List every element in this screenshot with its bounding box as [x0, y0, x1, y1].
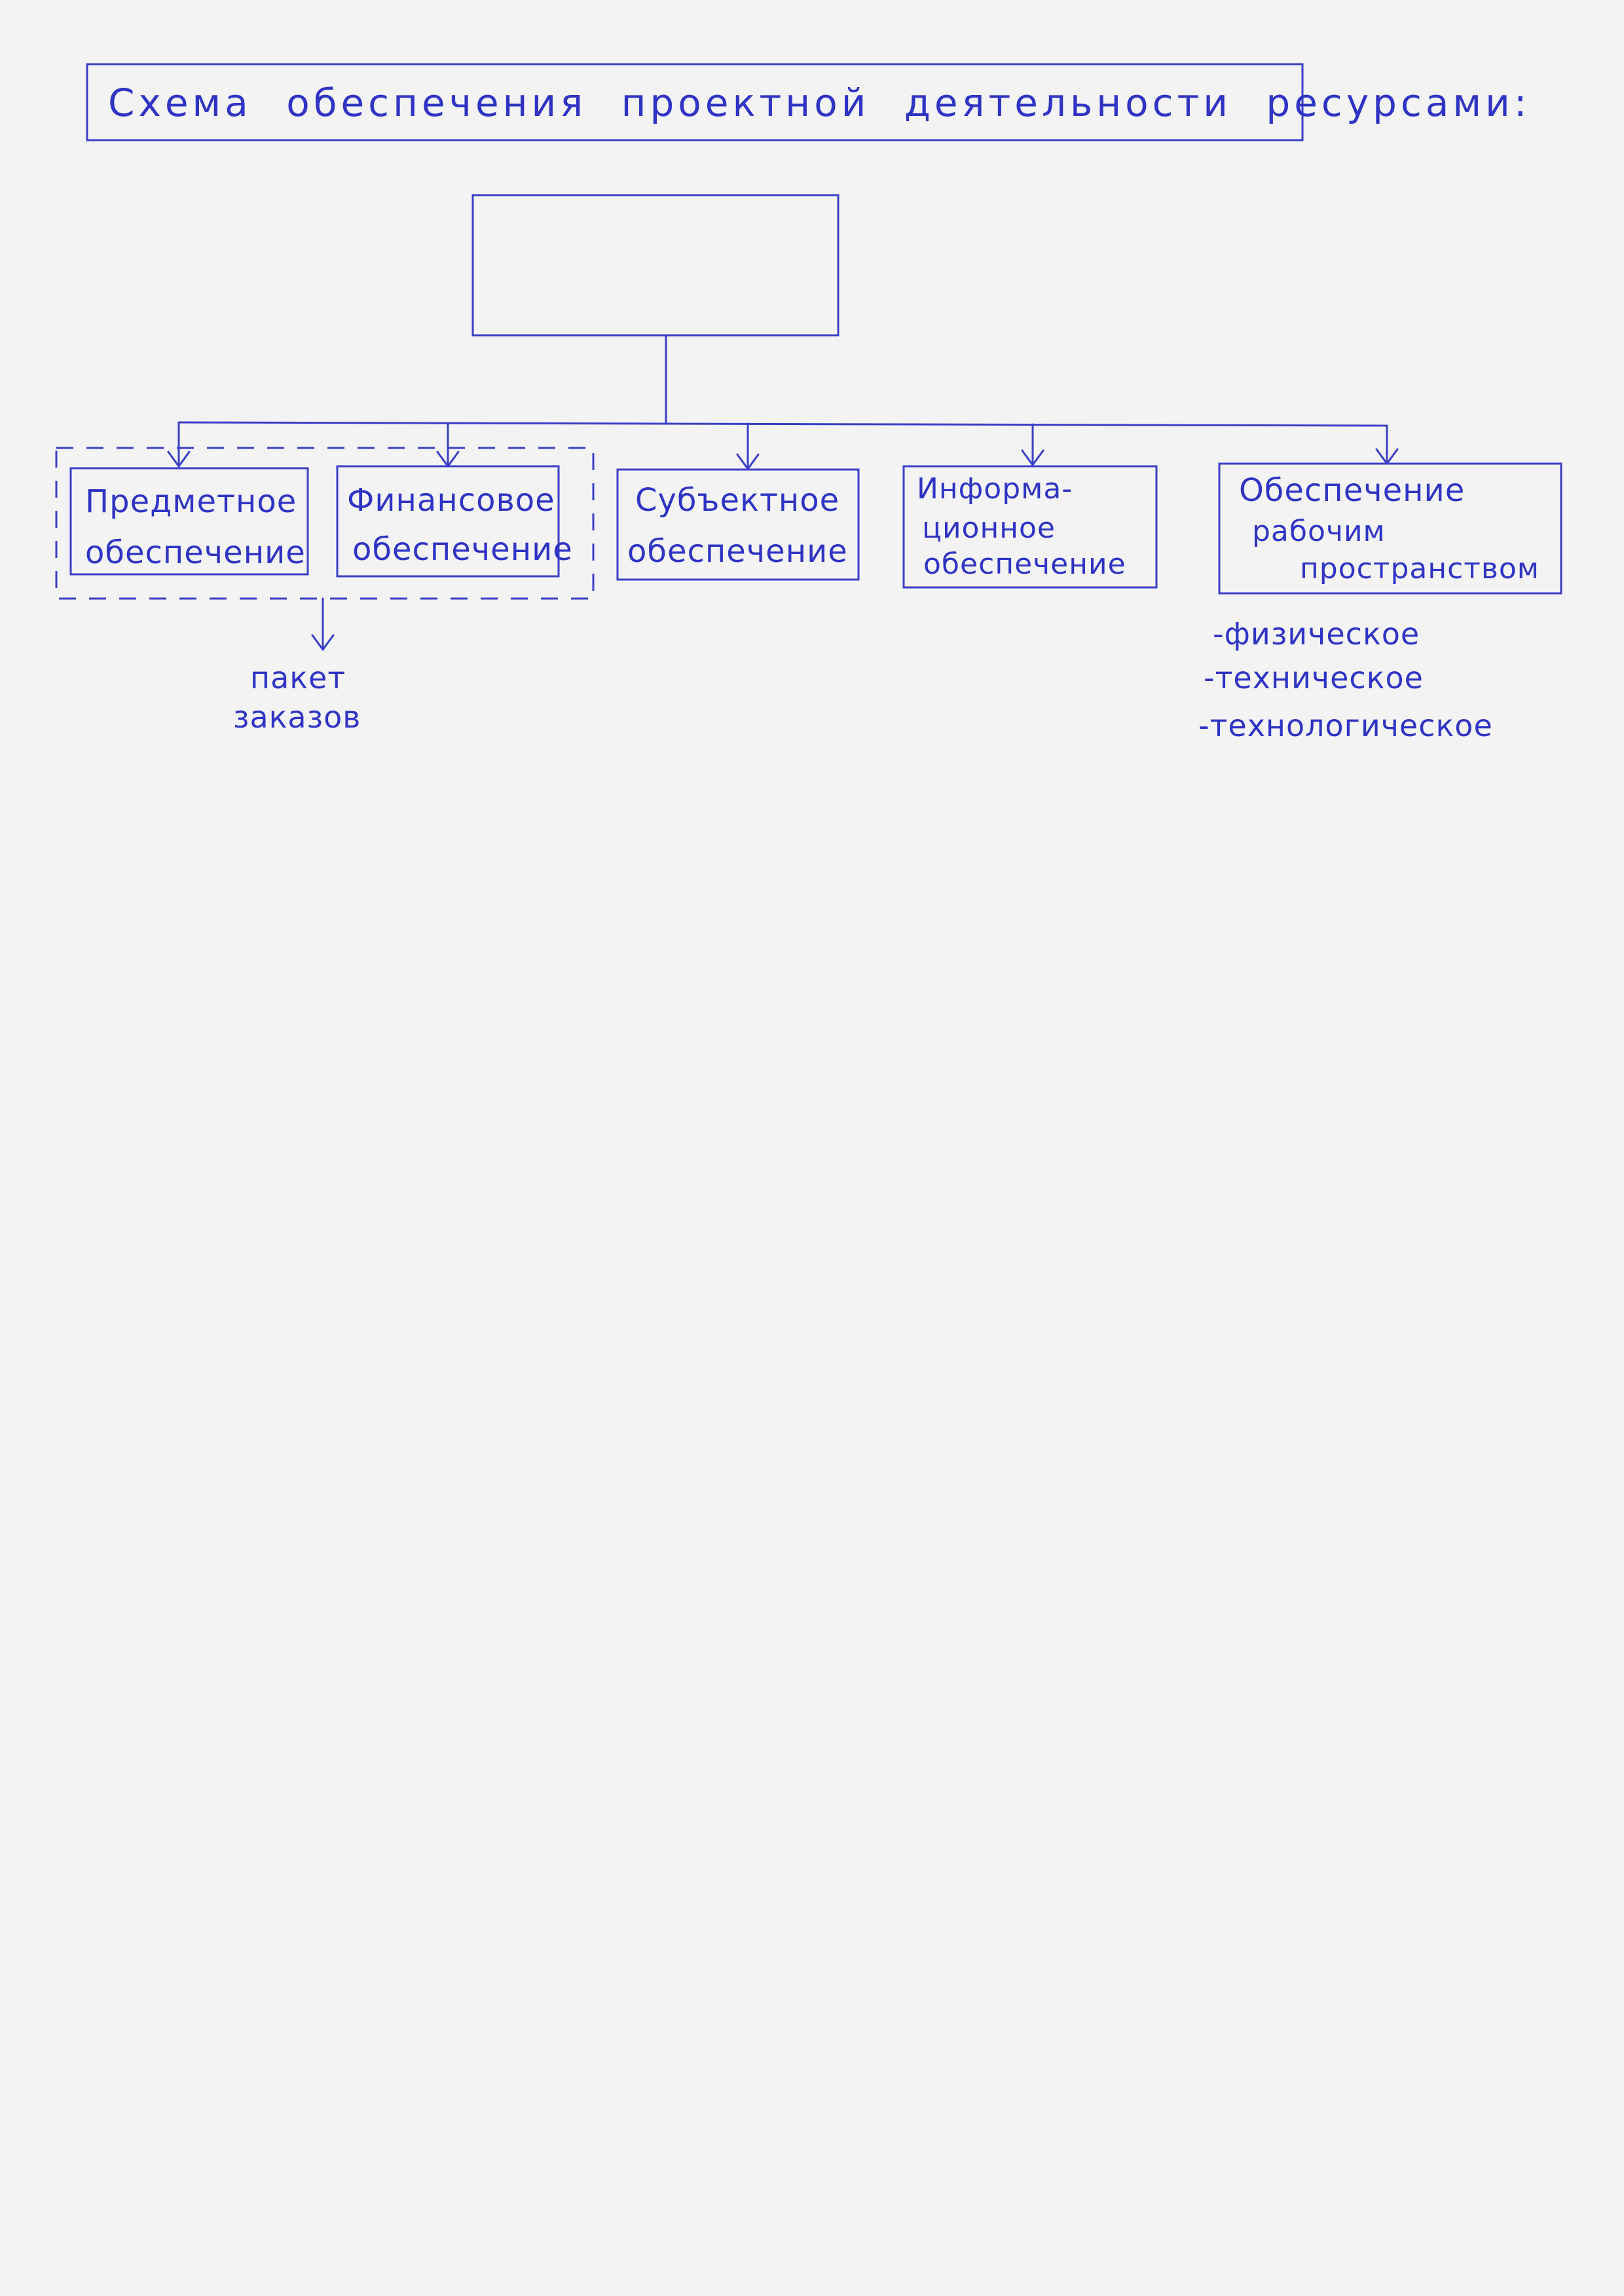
title-frame	[86, 63, 1304, 141]
box-predmetnoe-frame	[69, 467, 309, 576]
box-rabochee-line2: рабочим	[1252, 515, 1386, 548]
box-finansovoe-line2: обеспечение	[352, 531, 573, 568]
box-predmetnoe-line1: Предметное	[85, 483, 297, 520]
group-output-line2: заказов	[233, 699, 361, 735]
arrow-to-predmetnoe	[167, 421, 191, 468]
box-finansovoe-line1: Финансовое	[347, 482, 555, 519]
arrow-to-subektnoe	[736, 422, 760, 470]
box-subektnoe-line1: Субъектное	[635, 482, 840, 519]
branch-bus	[177, 421, 1388, 427]
arrow-to-group-output	[311, 597, 335, 651]
box-informacionnoe-frame	[902, 465, 1158, 589]
diagram-title: Схема обеспечения проектной деятельности…	[108, 81, 1531, 125]
box-rabochee-frame	[1218, 462, 1562, 595]
box-subektnoe-frame	[616, 468, 860, 581]
workspace-subtype-item: -технологическое	[1198, 708, 1493, 743]
box-finansovoe-frame	[336, 465, 560, 578]
root-box	[471, 194, 840, 337]
arrow-to-rabochee	[1375, 424, 1399, 465]
group-dashed-frame	[55, 447, 595, 600]
box-informacionnoe-line3: обеспечение	[923, 547, 1126, 581]
box-rabochee-line3: пространством	[1300, 552, 1540, 585]
box-subektnoe-line2: обеспечение	[627, 533, 848, 570]
box-informacionnoe-line2: ционное	[922, 511, 1056, 545]
arrow-to-finansovoe	[436, 422, 460, 468]
box-predmetnoe-line2: обеспечение	[85, 534, 306, 571]
arrow-to-informacionnoe	[1021, 423, 1044, 466]
box-rabochee-line1: Обеспечение	[1239, 472, 1466, 509]
workspace-subtype-item: -техническое	[1204, 660, 1424, 695]
box-informacionnoe-line1: Информа-	[917, 472, 1073, 506]
workspace-subtype-item: -физическое	[1213, 616, 1420, 652]
group-output-line1: пакет	[250, 660, 346, 695]
